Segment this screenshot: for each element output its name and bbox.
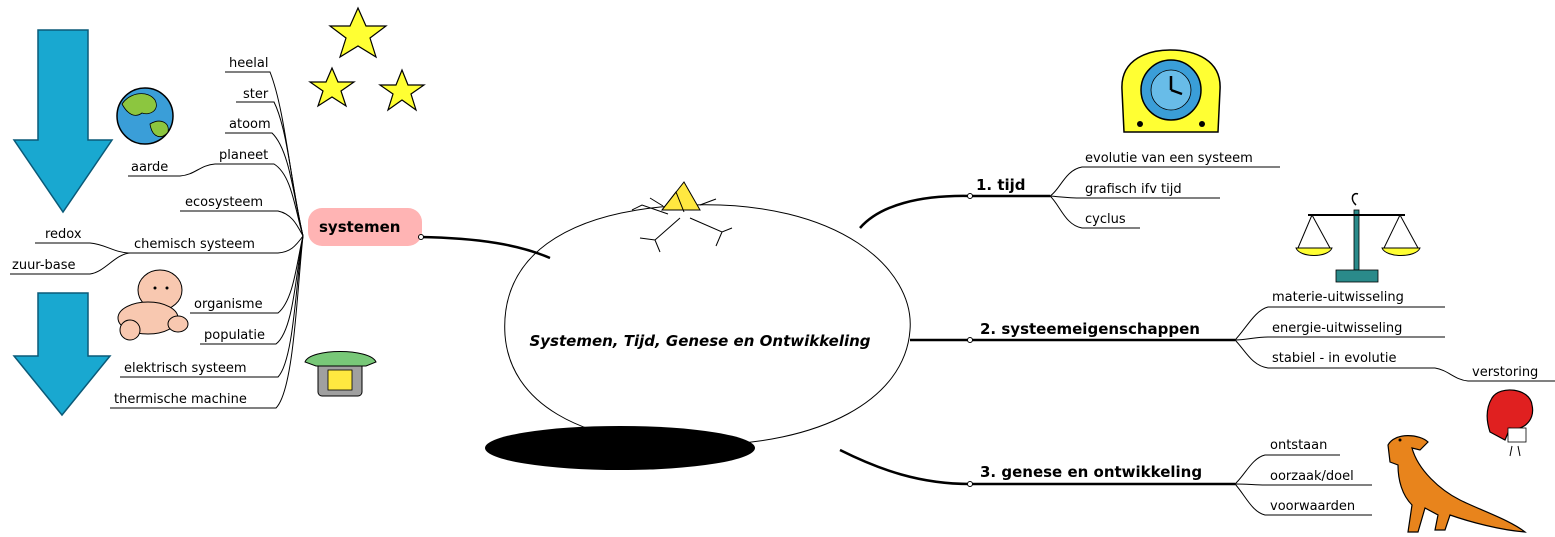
tijd-item-0: evolutie van een systeem [1085,151,1253,166]
central-egg [505,205,911,445]
eigenschappen-item-1: energie-uitwisseling [1272,321,1402,336]
clock-icon [1122,50,1220,132]
systemen-item-thermisch: thermische machine [114,392,247,407]
systemen-item-planeet: planeet [219,148,268,163]
dinosaur-icon [1388,436,1525,532]
systemen-sub-zuurbase: zuur-base [12,258,76,273]
systemen-item-elektrisch: elektrisch systeem [124,361,246,376]
tijd-item-2: cyclus [1085,212,1126,227]
star-icon-2 [310,68,354,106]
down-arrow-icon-2 [14,293,110,415]
systemen-sub-aarde: aarde [131,160,168,175]
tijd-item-1: grafisch ifv tijd [1085,182,1182,197]
systemen-item-organisme: organisme [194,297,263,312]
egg-shadow [485,426,755,470]
star-icon [330,8,386,57]
star-icon-3 [380,70,424,110]
down-arrow-icon [14,30,112,212]
genese-knot [968,482,973,487]
systemen-item-populatie: populatie [204,328,265,343]
genese-item-0: ontstaan [1270,438,1327,453]
central-topic: Systemen, Tijd, Genese en Ontwikkeling [529,332,870,350]
systemen-item-heelal: heelal [229,56,268,71]
tijd-knot [968,194,973,199]
systemen-connector [420,237,550,258]
balance-scale-icon [1296,194,1420,282]
systemen-sub-redox: redox [45,227,82,242]
eigenschappen-label: 2. systeemeigenschappen [980,320,1200,338]
genese-label: 3. genese en ontwikkeling [980,463,1202,481]
systemen-item-chemisch: chemisch systeem [134,237,255,252]
telephone-icon [305,352,376,397]
tijd-label: 1. tijd [976,176,1026,194]
eigenschappen-item-2: stabiel - in evolutie [1272,351,1396,366]
systemen-label: systemen [319,218,400,236]
systemen-item-ster: ster [243,87,269,102]
baby-icon [118,270,188,340]
boxing-glove-icon [1487,390,1532,456]
systemen-knot [419,235,424,240]
eigenschappen-sub-verstoring: verstoring [1472,365,1538,380]
earth-icon [117,88,173,144]
systemen-item-ecosysteem: ecosysteem [185,195,263,210]
genese-item-2: voorwaarden [1270,499,1355,514]
systemen-item-atoom: atoom [229,117,271,132]
eigenschappen-knot [968,338,973,343]
genese-item-1: oorzaak/doel [1270,469,1354,484]
egg-crack [632,205,732,252]
tijd-connector [860,196,1050,228]
eigenschappen-item-0: materie-uitwisseling [1272,290,1404,305]
